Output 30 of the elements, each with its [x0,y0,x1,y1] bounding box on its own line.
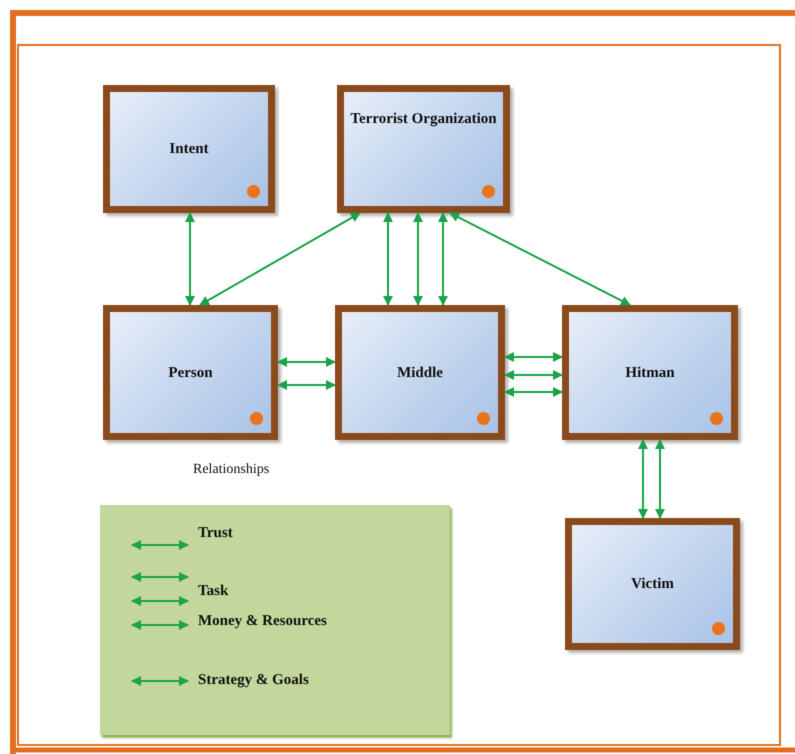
entity-box [335,305,505,440]
entity-box [337,85,510,213]
legend-heading: Relationships [193,462,270,478]
entity-box [565,518,740,650]
entity-label: Intent [168,140,210,159]
entity-box [103,85,275,213]
legend-label: Money & Resources [198,613,327,630]
connector-arrow [449,212,631,306]
connector-arrow [413,212,423,306]
connector-arrow [383,212,393,306]
legend-label: Task [198,583,228,600]
connector-arrow [185,212,195,306]
connector-arrow [277,357,336,367]
connector-arrow [277,380,336,390]
legend-label: Strategy & Goals [198,672,309,689]
entity-label: Middle [396,364,444,382]
entity-label: Hitman [624,364,676,382]
connector-arrow [438,212,448,306]
entity-label: Terrorist Organization [350,110,497,129]
connector-arrow [504,352,563,362]
connector-arrow [655,439,665,519]
legend-label: Trust [198,525,233,542]
connector-arrow [638,439,648,519]
entity-box [103,305,278,440]
connector-arrow [504,387,563,397]
entity-label: Person [167,364,214,382]
connector-arrow [199,212,361,306]
connector-arrow [504,370,563,380]
entity-label: Victim [630,575,675,594]
entity-box [562,305,738,440]
